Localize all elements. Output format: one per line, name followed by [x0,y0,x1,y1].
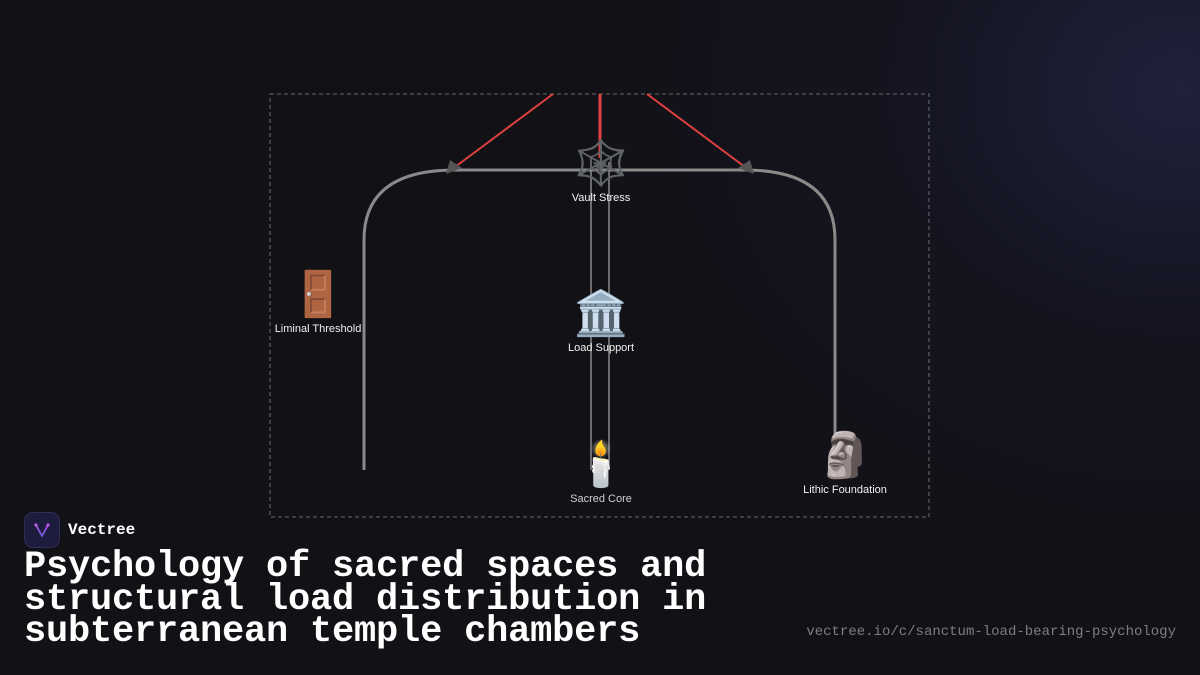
node-label-sacred-core: Sacred Core [570,493,632,505]
moai-icon: 🗿 [817,430,873,481]
page-title: Psychology of sacred spaces and structur… [24,546,707,653]
door-icon: 🚪 [290,269,346,320]
force-line-right [646,93,746,168]
node-liminal-threshold: 🚪 Liminal Threshold [274,269,362,336]
arrowhead-left [446,160,462,174]
node-label-liminal-threshold: Liminal Threshold [274,323,362,335]
brand[interactable]: Vectree [24,512,135,548]
node-load-support: 🏛️ Load Support [567,288,635,355]
classical-building-icon: 🏛️ [573,288,629,339]
vectree-logo-icon [24,512,60,548]
node-label-lithic-foundation: Lithic Foundation [803,484,887,496]
candle-icon: 🕯️ [573,439,629,490]
node-label-load-support: Load Support [567,342,635,354]
node-vault-stress: 🕸️ Vault Stress [571,138,631,205]
arrowhead-right [738,160,754,174]
node-sacred-core: 🕯️ Sacred Core [570,439,632,506]
page-url[interactable]: vectree.io/c/sanctum-load-bearing-psycho… [806,624,1176,640]
spider-web-icon: 🕸️ [573,138,629,189]
force-line-left [454,93,554,168]
node-label-vault-stress: Vault Stress [571,192,631,204]
brand-name: Vectree [68,521,136,539]
arrowhead-center [593,162,607,174]
node-lithic-foundation: 🗿 Lithic Foundation [803,430,887,497]
